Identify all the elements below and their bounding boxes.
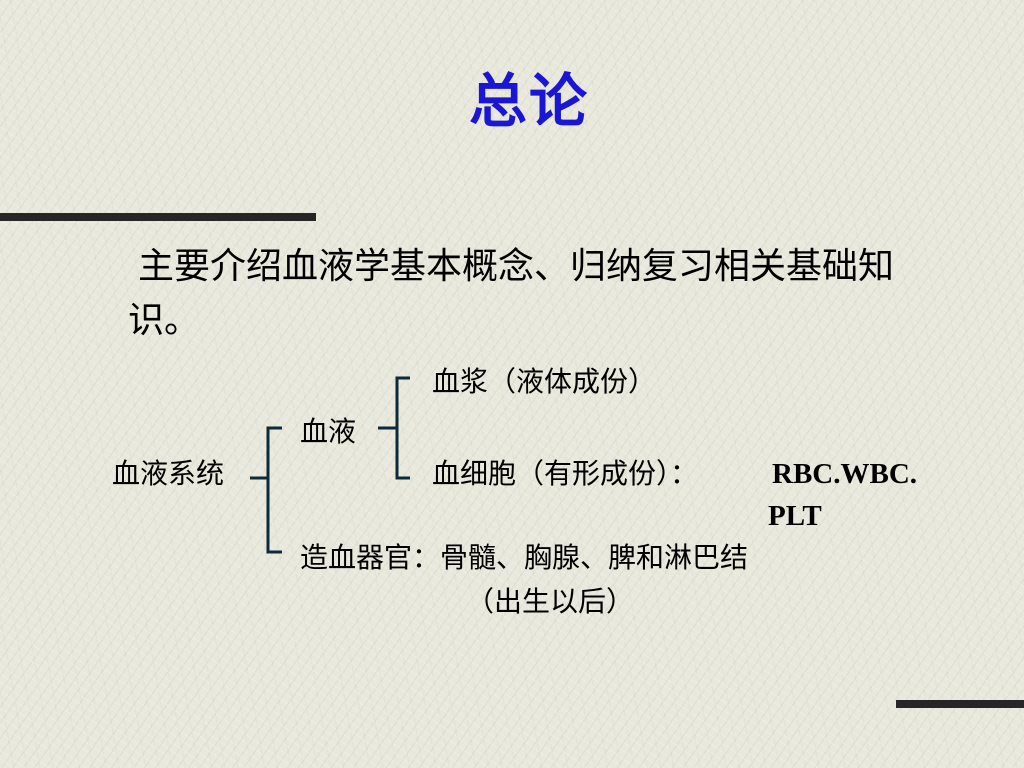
- slide-title: 总论: [468, 67, 589, 135]
- tree-blood-label: 血液: [300, 415, 357, 448]
- intro-text: 主要介绍血液学基本概念、归纳复习相关基础知识。: [128, 246, 895, 341]
- tree-root-label: 血液系统: [112, 457, 225, 490]
- blood-bracket: [395, 376, 410, 480]
- top-divider: [0, 213, 316, 221]
- tree-organs-note: （出生以后）: [466, 585, 635, 618]
- root-bracket: [266, 426, 282, 554]
- tree-cells-abbrev-line1: RBC.WBC.: [772, 458, 918, 490]
- tree-organs-label: 造血器官：骨髓、胸腺、脾和淋巴结: [300, 541, 749, 574]
- tree-cells-abbrev-line2: PLT: [768, 500, 822, 532]
- tree-cells-label: 血细胞（有形成份）：: [432, 457, 699, 490]
- tree-plasma-label: 血浆（液体成份）: [432, 365, 657, 398]
- bottom-divider: [896, 700, 1024, 708]
